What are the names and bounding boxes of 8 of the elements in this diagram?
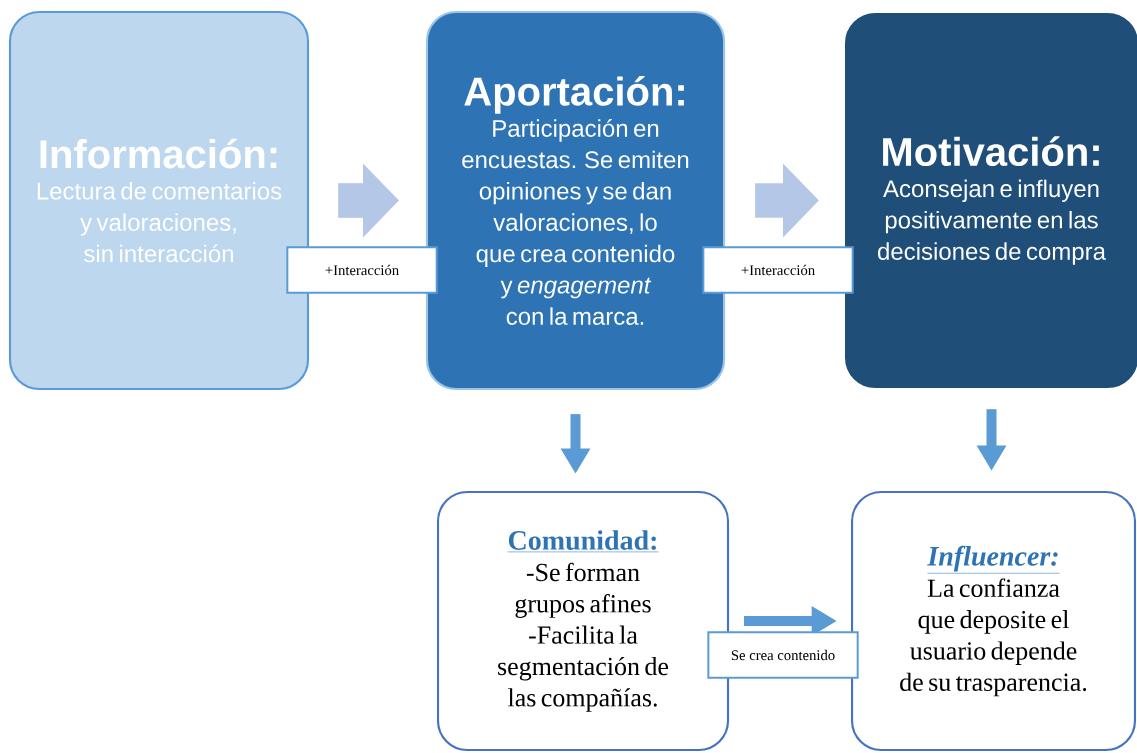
rounded-box: Información: Lectura de comentarios y valoraciones, sin interacción <box>8 10 310 391</box>
rounded-box: Comunidad: -Se forman grupos afines -Facilita la segmentación de las compañías. <box>436 490 730 752</box>
rounded-box: Motivación: Aconsejan e influyen positivamente en las decisiones de compra <box>845 12 1137 389</box>
edge-label: +Interacción <box>702 246 854 294</box>
rounded-box: Influencer: La confianza que deposite el usuario depende de su trasparencia. <box>851 490 1137 752</box>
edge-label: Se crea contenido <box>707 631 859 679</box>
rounded-box: Aportación: Participación en encuestas. Se emiten opiniones y se dan valoraciones, lo que crea contenido y engagement con la marca. <box>425 10 726 391</box>
edge-label: +Interacción <box>286 246 438 294</box>
